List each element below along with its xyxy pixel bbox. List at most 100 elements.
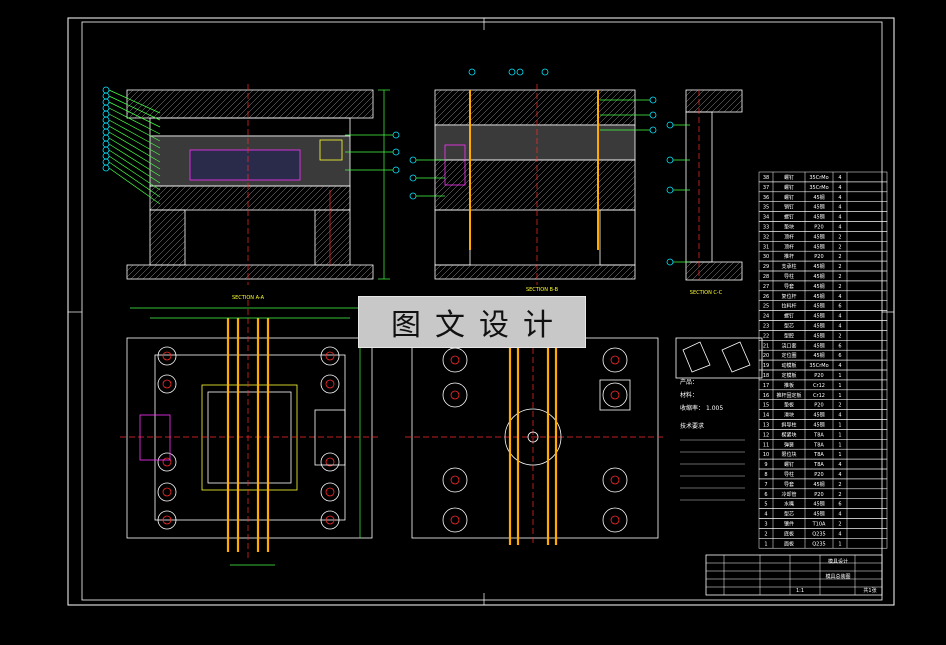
hatch-line [134,89,164,119]
hatch-line [256,264,272,280]
bom-cell: 28 [763,274,769,280]
hatch-line [281,185,307,211]
plan-bolt-center [325,379,335,389]
bom-cell: 18 [763,373,769,379]
bom-cell: 22 [763,333,769,339]
bom-cell: T8A [813,432,824,438]
hatch-line [624,268,636,280]
bom-cell: 垫块 [784,224,794,231]
bom-cell: 45钢 [813,481,824,488]
hatch-line [209,185,235,211]
balloon [649,126,657,134]
hatch-line [149,222,186,259]
hatch-line [447,89,484,126]
hatch-line [299,185,325,211]
balloon [516,68,524,76]
balloon [102,116,110,124]
hatch-line [358,264,374,280]
hatch-line [214,264,230,280]
hatch-line [504,264,520,280]
b-slide [444,144,466,186]
bom-cell: T8A [813,452,824,458]
hatch-line [154,234,186,266]
balloon [508,68,516,76]
hatch-line [260,89,290,119]
hatch-line [685,261,699,275]
plan-bolt-center [162,515,172,525]
bom-cell: 25 [763,304,769,310]
titleblock-company: 模具设计 [828,558,848,565]
balloon [102,110,110,118]
plan-r-hole [602,467,628,493]
hatch-line [331,246,351,266]
watermark-stamp: 图文设计 [358,296,586,348]
bom-cell: 4 [838,185,841,191]
hatch-line [316,264,332,280]
balloon [102,86,110,94]
bom-cell: 2 [838,492,841,498]
hatch-line [130,264,146,280]
bom-cell: P20 [814,403,823,409]
hatch-line [552,159,604,211]
balloon [102,158,110,166]
hatch-line [292,264,308,280]
bom-cell: 1 [764,541,767,547]
c-top-plate [685,89,743,113]
bom-cell: 螺钉 [784,184,794,191]
bom-cell: 26 [763,294,769,300]
hatch-line [251,185,277,211]
hatch-line [501,89,538,126]
plan-r-hole-center [450,515,460,525]
hatch-line [456,159,508,211]
bom-cell: 35 [763,205,769,211]
hatch-line [178,258,186,266]
titleblock-sheet: 共1张 [863,587,876,594]
hatch-line [609,99,636,126]
bom-cell: 8 [764,472,767,478]
hatch-line [166,246,186,266]
bom-cell: 13 [763,423,769,429]
hatch-line [570,159,622,211]
hatch-line [248,89,278,119]
bom-cell: 15 [763,403,769,409]
bom-cell: 1 [838,393,841,399]
hatch-line [600,264,616,280]
hatch-line [703,261,723,281]
section-c-label: SECTION C-C [690,290,723,296]
bom-cell: 24 [763,314,769,320]
hatch-line [564,159,616,211]
hatch-line [434,159,484,209]
bom-cell: 4 [838,195,841,201]
bom-cell: 45钢 [813,194,824,201]
hatch-line [434,159,442,167]
hatch-line [522,264,538,280]
leader-line [108,107,161,135]
bom-cell: 33 [763,225,769,231]
hatch-line [278,89,308,119]
hatch-line [308,89,338,119]
hatch-line [196,264,212,280]
hatch-line [334,264,350,280]
hatch-line [685,89,699,103]
hatch-line [242,89,272,119]
leader-line [108,137,161,170]
plan-bolt-center [162,351,172,361]
hatch-line [268,264,284,280]
inner-border [81,21,883,601]
hatch-line [468,264,484,280]
bom-cell: 11 [763,442,769,448]
bom-cell: 45钢 [813,204,824,211]
bom-cell: 垫板 [784,402,794,409]
hatch-line [434,159,466,191]
bom-cell: 14 [763,413,769,419]
hatch-line [516,159,568,211]
hatch-line [314,209,340,235]
hatch-line [552,264,568,280]
hatch-line [148,264,164,280]
bom-cell: 4 [838,314,841,320]
hatch-line [435,89,472,126]
bom-cell: 4 [838,363,841,369]
bom-cell: 冷却管 [781,491,796,498]
